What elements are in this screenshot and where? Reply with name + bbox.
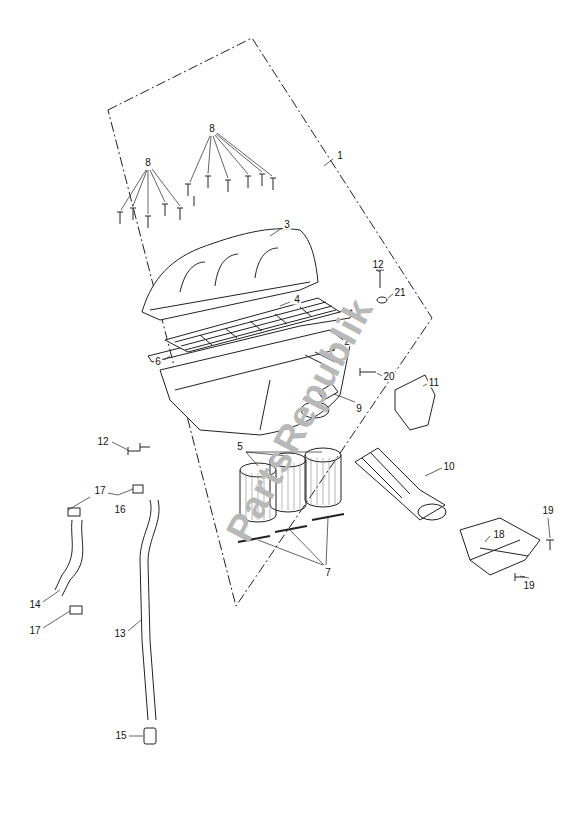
callout-number: 9	[355, 403, 363, 414]
callout-number: 7	[324, 567, 332, 578]
screw	[515, 540, 554, 581]
callout-number: 5	[236, 441, 244, 452]
hose-plug	[144, 728, 156, 744]
screw	[128, 443, 150, 455]
callout-number: 10	[442, 461, 455, 472]
callout-number: 1	[336, 150, 344, 161]
callout-number: 16	[113, 504, 126, 515]
callout-number: 3	[283, 219, 291, 230]
screw	[376, 270, 384, 288]
callout-number: 4	[293, 294, 301, 305]
intake-funnel	[470, 540, 528, 560]
callout-number: 19	[541, 505, 554, 516]
clamp	[70, 606, 82, 614]
washer	[377, 297, 387, 303]
callout-number: 12	[371, 259, 384, 270]
watermark: PartsRepublik	[218, 291, 382, 548]
intake-duct	[355, 448, 446, 520]
mesh-stroke	[323, 458, 324, 505]
callout-number: 21	[393, 287, 406, 298]
callout-number: 19	[522, 580, 535, 591]
mesh-stroke	[300, 463, 301, 510]
callout-number: 15	[114, 730, 127, 741]
mesh-stroke	[335, 458, 336, 505]
callout-number: 14	[28, 599, 41, 610]
mesh-stroke	[329, 458, 330, 505]
assembly-frame	[108, 38, 432, 606]
clamp	[133, 485, 143, 493]
callout-number: 17	[93, 485, 106, 496]
drain-hose	[140, 500, 159, 720]
screw	[360, 368, 376, 376]
leader-lines	[43, 133, 550, 736]
callout-number: 20	[382, 371, 395, 382]
callout-number: 13	[113, 628, 126, 639]
intake-funnel	[460, 518, 540, 575]
callout-number: 18	[492, 529, 505, 540]
mesh-stroke	[311, 458, 312, 505]
callout-number: 8	[208, 123, 216, 134]
callout-number: 11	[428, 377, 440, 388]
bolt-group	[117, 174, 276, 228]
callout-number: 12	[96, 436, 109, 447]
mesh-stroke	[317, 458, 318, 505]
callout-number: 17	[28, 625, 41, 636]
callout-number: 8	[144, 157, 152, 168]
callout-number: 6	[154, 356, 162, 367]
breather-hose	[55, 520, 83, 596]
